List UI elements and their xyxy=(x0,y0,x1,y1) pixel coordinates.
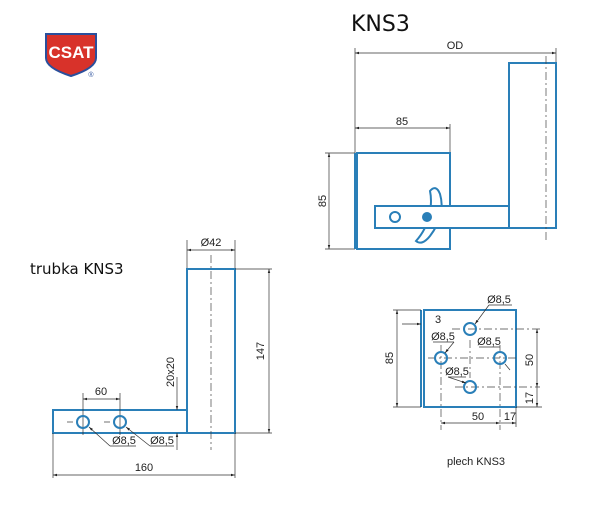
dim-vertical-offset: 17 xyxy=(524,392,536,404)
tube-view: Ø42 147 160 60 20x20 Ø8,5 Ø8,5 xyxy=(52,237,272,478)
tube-hole-label: Ø8,5 xyxy=(150,435,174,447)
csat-logo: CSAT ® xyxy=(45,33,97,79)
plate xyxy=(356,152,451,250)
tube xyxy=(508,62,557,229)
plate-view: 85 3 50 17 50 17 Ø8,5 Ø8,5 Ø8,5 Ø8,5 xyxy=(384,294,542,430)
dim-hole-spacing: 60 xyxy=(95,386,107,398)
dim-diameter: Ø42 xyxy=(201,237,222,249)
tube-arm xyxy=(374,205,510,229)
logo-text: CSAT xyxy=(48,43,94,62)
plate-hole-label: Ø8,5 xyxy=(431,331,455,343)
dim-horizontal-offset: 17 xyxy=(504,411,516,423)
dim-plate-height: 85 xyxy=(384,352,396,364)
tube-hole-label: Ø8,5 xyxy=(112,435,136,447)
dim-thickness: 3 xyxy=(435,314,441,326)
dim-height: 85 xyxy=(317,195,329,207)
registered-mark: ® xyxy=(88,71,94,79)
dim-length: 160 xyxy=(135,462,153,474)
dim-profile: 20x20 xyxy=(165,357,177,387)
dim-od: OD xyxy=(447,40,464,52)
page-title: KNS3 xyxy=(351,12,410,37)
plate-hole-label: Ø8,5 xyxy=(477,336,501,348)
dim-vertical-spacing: 50 xyxy=(524,354,536,366)
dim-tube-height: 147 xyxy=(255,342,267,360)
plate-hole-label: Ø8,5 xyxy=(487,294,511,306)
dim-horizontal-spacing: 50 xyxy=(472,411,484,423)
plate-label: plech KNS3 xyxy=(447,456,505,468)
dim-width: 85 xyxy=(396,116,408,128)
plate-hole-label: Ø8,5 xyxy=(445,366,469,378)
tube-label: trubka KNS3 xyxy=(30,260,124,278)
assembly-top-view: OD 85 85 xyxy=(317,40,557,250)
